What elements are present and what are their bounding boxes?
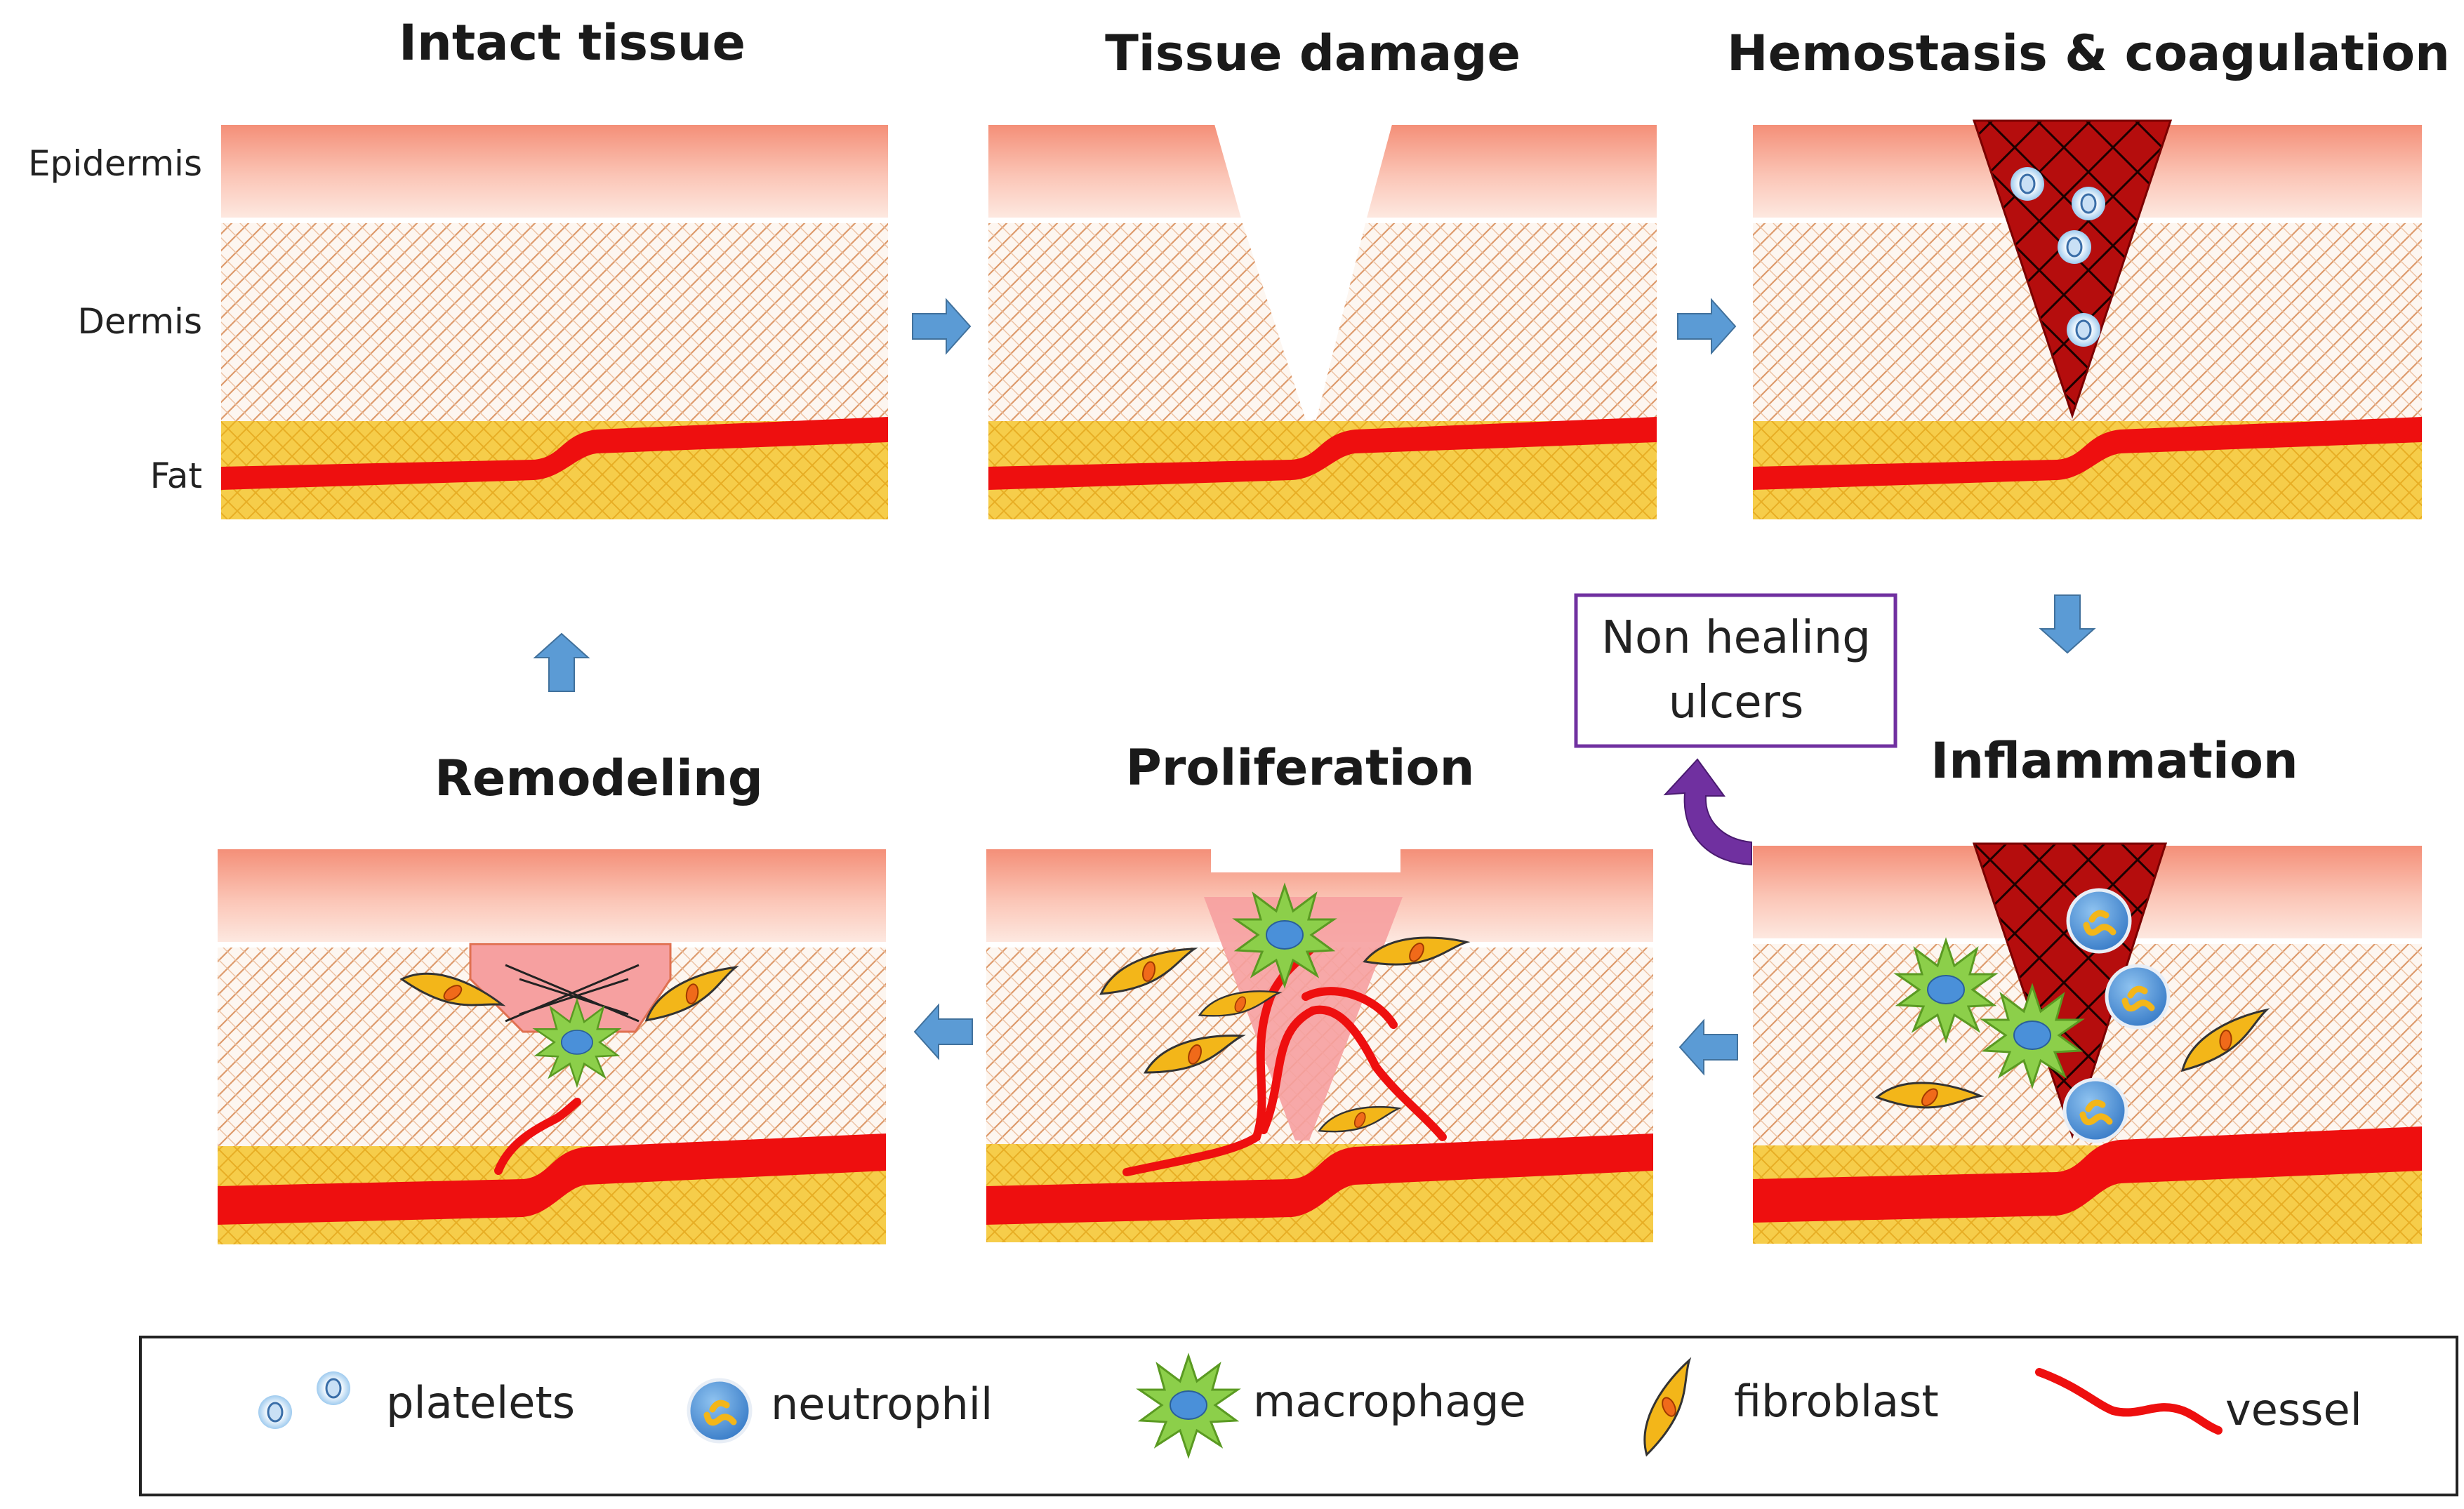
title-remodeling: Remodeling xyxy=(435,750,763,807)
non-healing-line2: ulcers xyxy=(1669,677,1804,729)
arrow-to-hemostasis xyxy=(1677,299,1736,354)
collagen-fibers xyxy=(505,964,640,1023)
platelet xyxy=(2065,312,2102,348)
blood-vessel xyxy=(218,1134,886,1225)
arrow-to-inflammation xyxy=(2040,594,2095,653)
legend-neutrophil: neutrophil xyxy=(771,1378,993,1430)
legend-box xyxy=(139,1336,2458,1496)
arrow-to-intact xyxy=(534,633,589,692)
blood-vessel xyxy=(221,417,888,490)
non-healing-line1: Non healing xyxy=(1601,612,1871,664)
epidermis-layer xyxy=(221,125,888,218)
legend-platelets: platelets xyxy=(386,1377,575,1428)
blood-vessel xyxy=(988,417,1657,490)
legend-fibroblast: fibroblast xyxy=(1734,1376,1939,1427)
blood-vessel xyxy=(986,1134,1653,1225)
label-fat: Fat xyxy=(150,456,202,496)
blood-vessel xyxy=(1753,1126,2422,1223)
panel-proliferation xyxy=(986,846,1653,1242)
legend-macrophage: macrophage xyxy=(1253,1376,1526,1427)
panel-remodeling xyxy=(218,849,886,1244)
neutrophil xyxy=(2068,890,2130,952)
platelet-icon xyxy=(315,1370,352,1407)
label-epidermis: Epidermis xyxy=(28,143,202,184)
scar-tissue xyxy=(469,943,672,1033)
wound-gap xyxy=(1213,119,1393,420)
epidermis-layer xyxy=(218,849,886,942)
vessel-icon xyxy=(2035,1368,2223,1435)
legend: platelets neutrophil macrophage fibrobla… xyxy=(139,1336,2458,1496)
arrow-to-ulcers xyxy=(1663,758,1752,866)
arrow-to-proliferation xyxy=(1679,1020,1738,1075)
label-dermis: Dermis xyxy=(77,301,202,342)
platelet xyxy=(2056,229,2093,265)
non-healing-ulcers-box: Non healing ulcers xyxy=(1574,593,1897,748)
platelet xyxy=(2009,166,2046,202)
panel-intact-tissue xyxy=(221,125,888,519)
legend-vessel: vessel xyxy=(2225,1384,2362,1435)
title-inflammation: Inflammation xyxy=(1930,732,2298,790)
panel-hemostasis xyxy=(1753,119,2422,519)
blood-vessel xyxy=(1753,417,2422,490)
title-hemostasis: Hemostasis & coagulation xyxy=(1727,25,2450,82)
new-vessel xyxy=(494,1098,581,1175)
arrow-to-remodeling xyxy=(914,1004,973,1059)
arrow-to-damage xyxy=(912,299,971,354)
platelet xyxy=(2070,185,2107,222)
platelet-icon xyxy=(257,1394,293,1430)
dermis-layer xyxy=(221,223,888,421)
title-tissue-damage: Tissue damage xyxy=(1105,25,1521,82)
neutrophil xyxy=(2107,966,2168,1028)
neutrophil xyxy=(2065,1079,2126,1141)
title-intact-tissue: Intact tissue xyxy=(399,14,746,72)
neutrophil-icon xyxy=(689,1380,750,1442)
panel-tissue-damage xyxy=(988,119,1657,519)
title-proliferation: Proliferation xyxy=(1126,739,1475,797)
epidermis-gap xyxy=(1211,846,1400,872)
panel-inflammation xyxy=(1753,842,2422,1244)
